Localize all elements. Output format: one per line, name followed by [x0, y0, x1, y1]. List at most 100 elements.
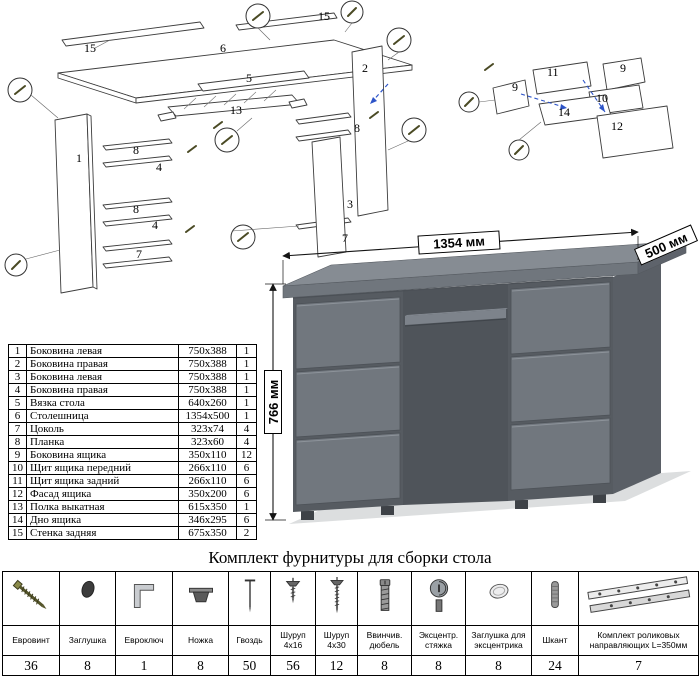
part-number-label: 14 [558, 105, 570, 119]
hardware-name: Заглушка для эксцентрика [465, 625, 532, 656]
hardware-name: Шкант [531, 625, 579, 656]
screw-long-icon [329, 577, 344, 614]
drawer-parts-outlines [492, 57, 674, 159]
hardware-name: Заглушка [59, 625, 116, 656]
keyboard-tray [404, 308, 508, 327]
part-number-label: 12 [611, 119, 623, 133]
hardware-qty: 56 [270, 655, 316, 676]
hardware-name: Шуруп 4x16 [270, 625, 316, 656]
hardware-qty: 8 [465, 655, 532, 676]
desk-3d-view [265, 228, 691, 524]
part-number-label: 11 [547, 65, 559, 79]
part-number-label: 4 [156, 160, 162, 174]
height-dimension-label: 766 мм [264, 370, 282, 434]
hardware-name: Ввинчив. дюбель [357, 625, 412, 656]
screw-small-icon [285, 577, 301, 604]
hardware-names-row: Евровинт Заглушка Евроключ Ножка Гвоздь … [2, 625, 699, 656]
hardware-name: Евроключ [115, 625, 173, 656]
desk-parts-outlines [54, 12, 413, 294]
hardware-qty: 8 [172, 655, 229, 676]
hardware-name: Евровинт [2, 625, 60, 656]
hardware-qty: 24 [531, 655, 579, 676]
part-number-label: 15 [318, 9, 330, 23]
part-number-label: 13 [230, 103, 242, 117]
part-number-label: 2 [362, 61, 368, 75]
part-number-label: 8 [133, 143, 139, 157]
part-number-label: 9 [620, 61, 626, 75]
hardware-icons-row [2, 571, 699, 626]
hardware-qty: 1 [115, 655, 173, 676]
hardware-table: Евровинт Заглушка Евроключ Ножка Гвоздь … [2, 571, 699, 676]
threaded-dowel-icon [379, 579, 390, 611]
part-number-label: 10 [596, 91, 608, 105]
screw-icons [464, 63, 524, 155]
part-number-label: 1 [76, 151, 82, 165]
part-number-label: 6 [220, 41, 226, 55]
left-pedestal [293, 290, 403, 512]
hardware-qty: 8 [357, 655, 412, 676]
callout-circles [4, 0, 427, 277]
hardware-name: Ножка [172, 625, 229, 656]
foot-icon [188, 587, 213, 603]
part-number-label: 15 [84, 41, 96, 55]
right-side-panel [613, 256, 661, 494]
cam-lock-icon [429, 579, 448, 612]
hardware-kit-title: Комплект фурнитуры для сборки стола [208, 548, 492, 567]
hardware-name: Гвоздь [228, 625, 271, 656]
hardware-quantities-row: 36 8 1 8 50 56 12 8 8 8 24 7 [2, 655, 699, 676]
leader-lines [25, 22, 409, 260]
cap-icon [80, 580, 95, 598]
screw-icons [11, 7, 420, 270]
shelf-hatching [183, 89, 277, 110]
hardware-name: Комплект роликовых направляющих L=350мм [578, 625, 699, 656]
exploded-drawer-diagram: 11 9 9 10 14 12 [458, 57, 674, 161]
hardware-name: Шуруп 4x30 [315, 625, 358, 656]
exploded-desk-diagram: 15 6 15 5 13 1 8 4 8 4 7 2 8 3 7 [4, 0, 427, 294]
leader-lines [478, 99, 542, 141]
knee-space [403, 284, 508, 505]
assembly-direction-arrow [369, 83, 389, 105]
desk-feet [301, 494, 606, 520]
part-number-label: 4 [152, 218, 158, 232]
part-number-label: 8 [354, 121, 360, 135]
nail-icon [244, 579, 255, 613]
desk-render: 1354 мм 500 мм 766 мм [253, 218, 700, 548]
hardware-qty: 8 [411, 655, 466, 676]
part-number-labels: 11 9 9 10 14 12 [512, 61, 626, 133]
hardware-qty: 36 [2, 655, 60, 676]
part-number-label: 9 [512, 80, 518, 94]
hardware-qty: 7 [578, 655, 699, 676]
hex-key-icon [133, 584, 155, 608]
part-number-label: 3 [347, 197, 353, 211]
hardware-qty: 50 [228, 655, 271, 676]
hardware-qty: 8 [59, 655, 116, 676]
cam-cap-icon [489, 583, 508, 599]
part-number-label: 7 [136, 247, 142, 261]
drawer-slides-icon [586, 576, 690, 613]
wood-dowel-icon [551, 581, 559, 608]
hardware-qty: 12 [315, 655, 358, 676]
confirmat-screw-icon [12, 579, 47, 609]
hardware-name: Эксцентр. стяжка [411, 625, 466, 656]
part-number-label: 5 [246, 71, 252, 85]
assembly-direction-arrows [520, 79, 606, 113]
part-number-labels: 15 6 15 5 13 1 8 4 8 4 7 2 8 3 7 [76, 9, 368, 261]
part-number-label: 8 [133, 202, 139, 216]
